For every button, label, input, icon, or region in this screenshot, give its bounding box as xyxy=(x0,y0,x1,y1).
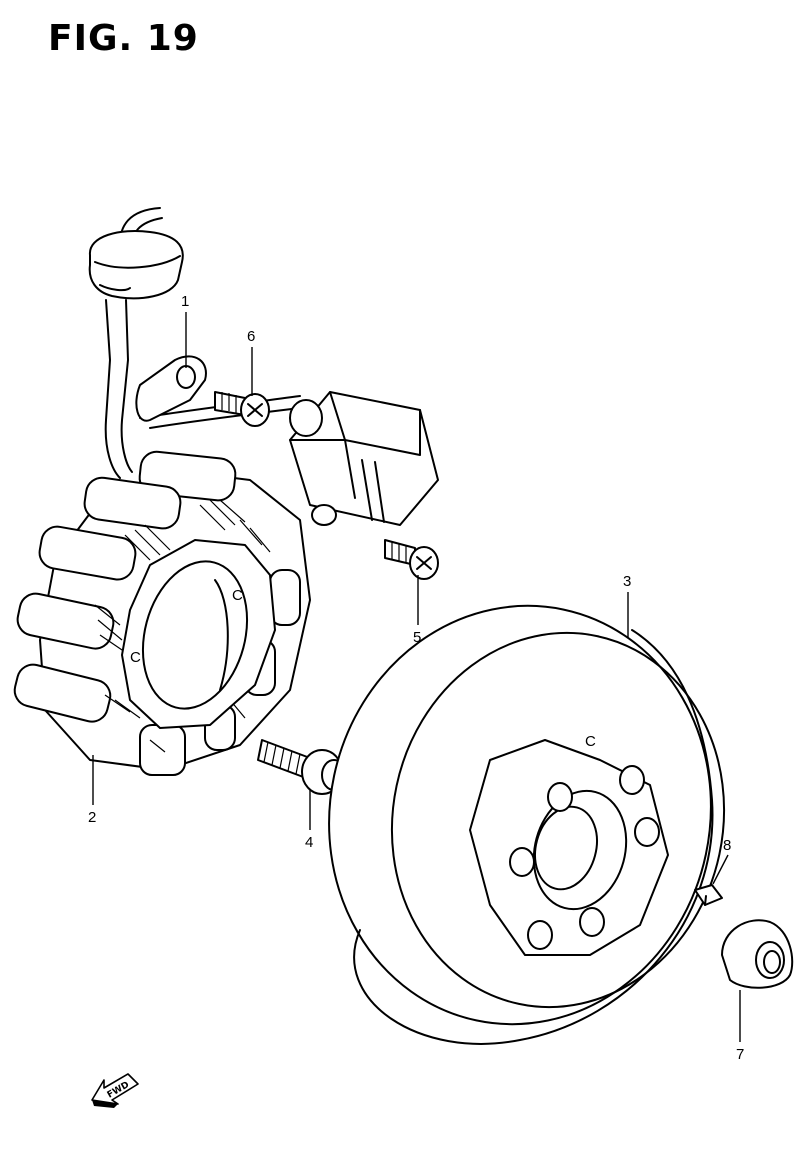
figure-title: FIG. 19 xyxy=(48,18,199,59)
stator-hub-mark: C xyxy=(232,587,243,604)
rotor-hub-mark: C xyxy=(585,733,596,750)
callout-7: 7 xyxy=(736,1046,744,1063)
leader-lines xyxy=(92,312,741,1042)
stator-hub-mark-2: C xyxy=(130,649,141,666)
callout-2: 2 xyxy=(88,809,96,826)
stator xyxy=(13,450,311,776)
callout-4: 4 xyxy=(305,834,313,851)
key-8 xyxy=(694,884,723,906)
screw-6 xyxy=(214,391,270,427)
wire-grommet xyxy=(88,230,184,300)
callout-1: 1 xyxy=(181,293,189,310)
wire-clamp xyxy=(135,355,207,422)
nut-7 xyxy=(721,919,794,989)
pulser-coil xyxy=(289,391,439,526)
flywheel-rotor xyxy=(328,604,726,1045)
callout-3: 3 xyxy=(623,573,631,590)
callout-6: 6 xyxy=(247,328,255,345)
screw-5 xyxy=(384,539,439,580)
callout-8: 8 xyxy=(723,837,731,854)
fwd-arrow-icon: FWD xyxy=(91,1073,139,1108)
callout-5: 5 xyxy=(413,629,421,646)
